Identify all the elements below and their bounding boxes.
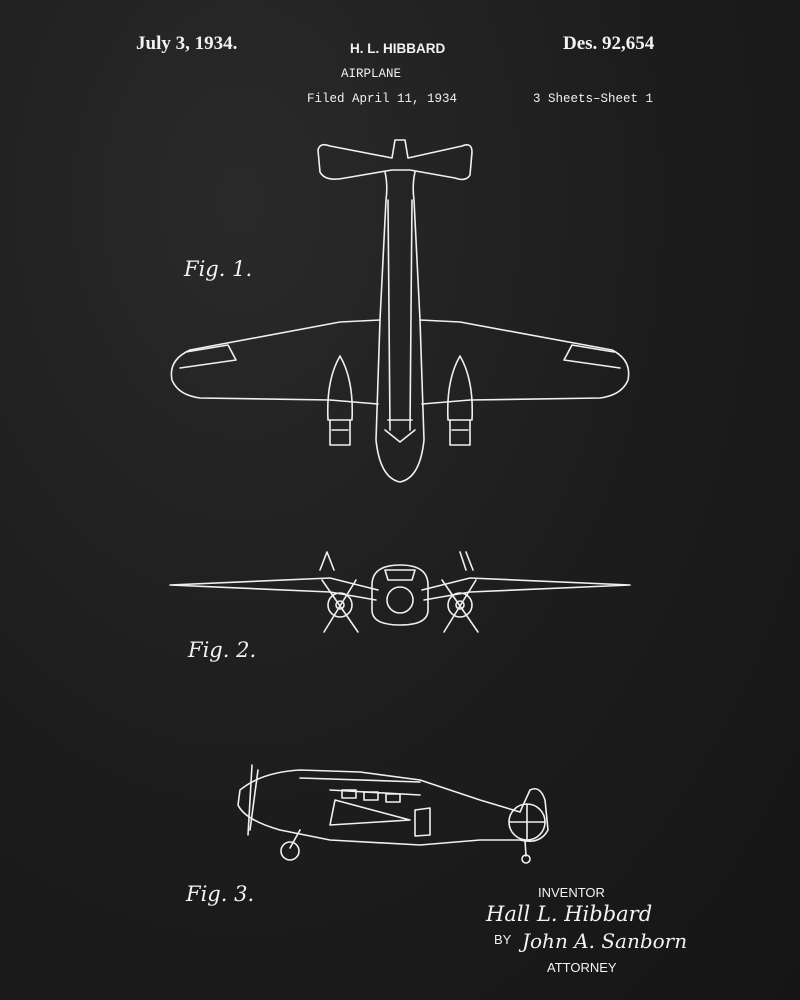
figure-label-1: Fig. 1. [184,257,253,281]
attorney-label: ATTORNEY [547,960,617,975]
attorney-signature: John A. Sanborn [522,929,688,953]
by-label: BY [494,932,512,947]
patent-title: AIRPLANE [341,67,402,81]
design-number: Des. 92,654 [563,33,655,54]
inventor-label: INVENTOR [538,885,605,900]
patent-date: July 3, 1934. [136,33,238,54]
airplane-side-view-drawing [237,764,549,864]
inventor-signature: Hall L. Hibbard [486,902,653,926]
airplane-front-view-drawing [169,551,631,633]
filed-date: Filed April 11, 1934 [307,92,458,106]
figure-label-2: Fig. 2. [188,638,257,662]
airplane-top-view-drawing [170,139,630,483]
figure-label-3: Fig. 3. [186,882,255,906]
sheet-count: 3 Sheets–Sheet 1 [533,92,654,106]
inventor-name: H. L. HIBBARD [350,41,446,56]
